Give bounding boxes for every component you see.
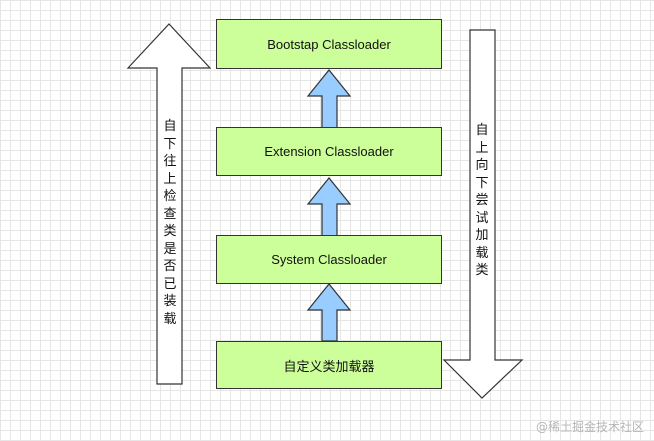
system-classloader-box: System Classloader xyxy=(216,235,442,284)
watermark: @稀土掘金技术社区 xyxy=(535,420,644,434)
right-down-arrow xyxy=(442,29,524,399)
right-arrow-label: 自上向下尝试加载类 xyxy=(475,123,489,278)
bootstrap-classloader-label: Bootstap Classloader xyxy=(267,36,391,52)
small-up-arrow-2 xyxy=(306,177,352,237)
bootstrap-classloader-box: Bootstap Classloader xyxy=(216,19,442,69)
custom-classloader-box: 自定义类加载器 xyxy=(216,341,442,389)
small-up-arrow-1 xyxy=(306,69,352,129)
extension-classloader-box: Extension Classloader xyxy=(216,127,442,176)
left-up-arrow xyxy=(126,23,212,385)
small-up-arrow-3 xyxy=(306,283,352,342)
extension-classloader-label: Extension Classloader xyxy=(264,144,394,159)
left-arrow-label: 自下往上检查类是否已装载 xyxy=(163,119,177,327)
custom-classloader-label: 自定义类加载器 xyxy=(283,358,375,374)
system-classloader-label: System Classloader xyxy=(271,252,387,267)
